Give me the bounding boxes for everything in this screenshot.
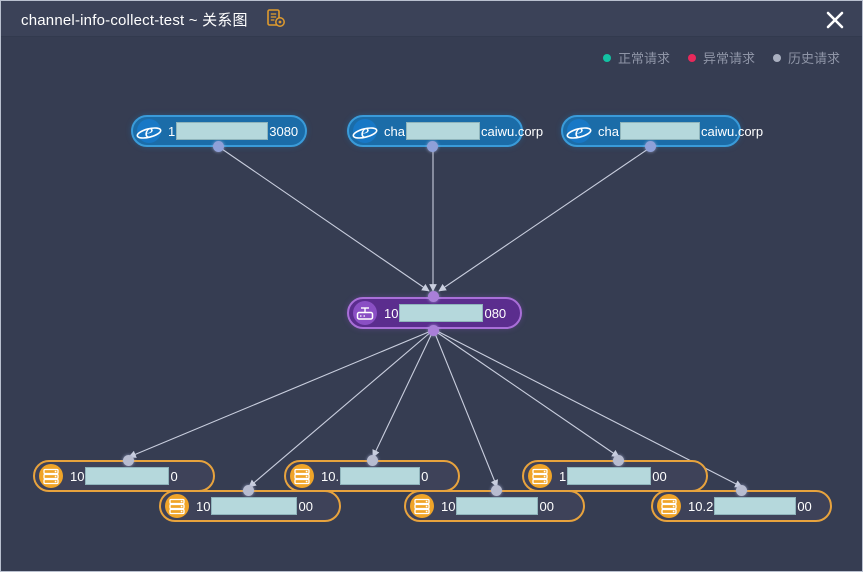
node-port	[491, 485, 502, 496]
redacted-text	[85, 467, 170, 485]
router-icon	[352, 300, 378, 326]
redacted-text	[176, 122, 269, 140]
node-port	[613, 455, 624, 466]
legend: 正常请求 异常请求 历史请求	[602, 48, 840, 67]
node-port	[123, 455, 134, 466]
redacted-text	[405, 122, 480, 140]
server-rack-icon	[164, 493, 190, 519]
node-prefix: 1	[168, 123, 176, 139]
legend-label-history: 历史请求	[787, 51, 840, 66]
server-rack-icon	[409, 493, 435, 519]
redacted-text	[340, 467, 421, 485]
title-bar: channel-info-collect-test ~ 关系图	[1, 1, 862, 36]
legend-dot-history-icon	[772, 53, 781, 62]
node-suffix: 00	[797, 498, 812, 514]
redacted-text	[567, 467, 652, 485]
redacted-text	[211, 497, 298, 515]
redacted-text	[399, 304, 484, 322]
graph-node-server-1[interactable]: 10 0	[33, 460, 215, 492]
graph-node-label: 10 0	[70, 467, 178, 485]
node-suffix: caiwu.corp	[700, 123, 764, 139]
internet-explorer-icon: e	[136, 118, 162, 144]
svg-text:e: e	[575, 122, 583, 143]
node-suffix: 0	[421, 468, 429, 484]
graph-node-label: 1 00	[559, 467, 667, 485]
node-prefix: cha	[598, 123, 619, 139]
server-rack-icon	[38, 463, 64, 489]
graph-node-label: 10 00	[196, 497, 313, 515]
graph-node-label: 10 080	[384, 304, 506, 322]
server-rack-icon	[656, 493, 682, 519]
graph-canvas[interactable]: e 1 3080 e cha caiwu.corp	[1, 37, 862, 571]
node-port-in	[428, 291, 439, 302]
graph-node-label: 10.2 00	[688, 497, 812, 515]
server-rack-icon	[527, 463, 553, 489]
node-suffix: 00	[652, 468, 667, 484]
node-port-out	[428, 325, 439, 336]
graph-node-browser-3[interactable]: e cha caiwu.corp	[561, 115, 763, 147]
node-port	[367, 455, 378, 466]
graph-node-label: cha caiwu.corp	[384, 122, 543, 140]
node-suffix: 080	[484, 305, 507, 321]
node-prefix: 10	[384, 305, 399, 321]
close-icon[interactable]	[820, 5, 850, 35]
node-prefix: 10	[196, 498, 211, 514]
node-port	[736, 485, 747, 496]
node-prefix: cha	[384, 123, 405, 139]
legend-item-normal[interactable]: 正常请求	[602, 48, 670, 67]
graph-node-label: 1 3080	[168, 122, 298, 140]
node-prefix: 10	[441, 498, 456, 514]
legend-item-history[interactable]: 历史请求	[772, 48, 840, 67]
node-prefix: 1	[559, 468, 567, 484]
internet-explorer-icon: e	[566, 118, 592, 144]
node-suffix: 00	[298, 498, 313, 514]
server-rack-icon	[289, 463, 315, 489]
node-prefix: 10.2	[688, 498, 714, 514]
legend-dot-normal-icon	[602, 53, 611, 62]
node-suffix: caiwu.corp	[480, 123, 544, 139]
redacted-text	[619, 122, 700, 140]
titlebar-divider	[1, 36, 862, 37]
svg-text:e: e	[145, 122, 153, 143]
redacted-text	[456, 497, 539, 515]
node-prefix: 10.	[321, 468, 340, 484]
report-doc-icon[interactable]	[267, 9, 285, 28]
redacted-text	[714, 497, 797, 515]
graph-node-server-4[interactable]: 10 00	[159, 490, 341, 522]
node-port	[427, 141, 438, 152]
legend-dot-error-icon	[687, 53, 696, 62]
legend-label-error: 异常请求	[702, 51, 755, 66]
svg-text:e: e	[361, 122, 369, 143]
page-title: channel-info-collect-test ~ 关系图	[21, 12, 248, 29]
node-suffix: 0	[170, 468, 178, 484]
node-suffix: 00	[539, 498, 554, 514]
node-port	[243, 485, 254, 496]
graph-node-label: 10.0	[321, 467, 428, 485]
node-port	[213, 141, 224, 152]
legend-item-error[interactable]: 异常请求	[687, 48, 755, 67]
node-suffix: 3080	[269, 123, 299, 139]
legend-label-normal: 正常请求	[617, 51, 670, 66]
node-port	[645, 141, 656, 152]
node-prefix: 10	[70, 468, 85, 484]
graph-node-label: 10 00	[441, 497, 554, 515]
graph-node-label: cha caiwu.corp	[598, 122, 763, 140]
internet-explorer-icon: e	[352, 118, 378, 144]
